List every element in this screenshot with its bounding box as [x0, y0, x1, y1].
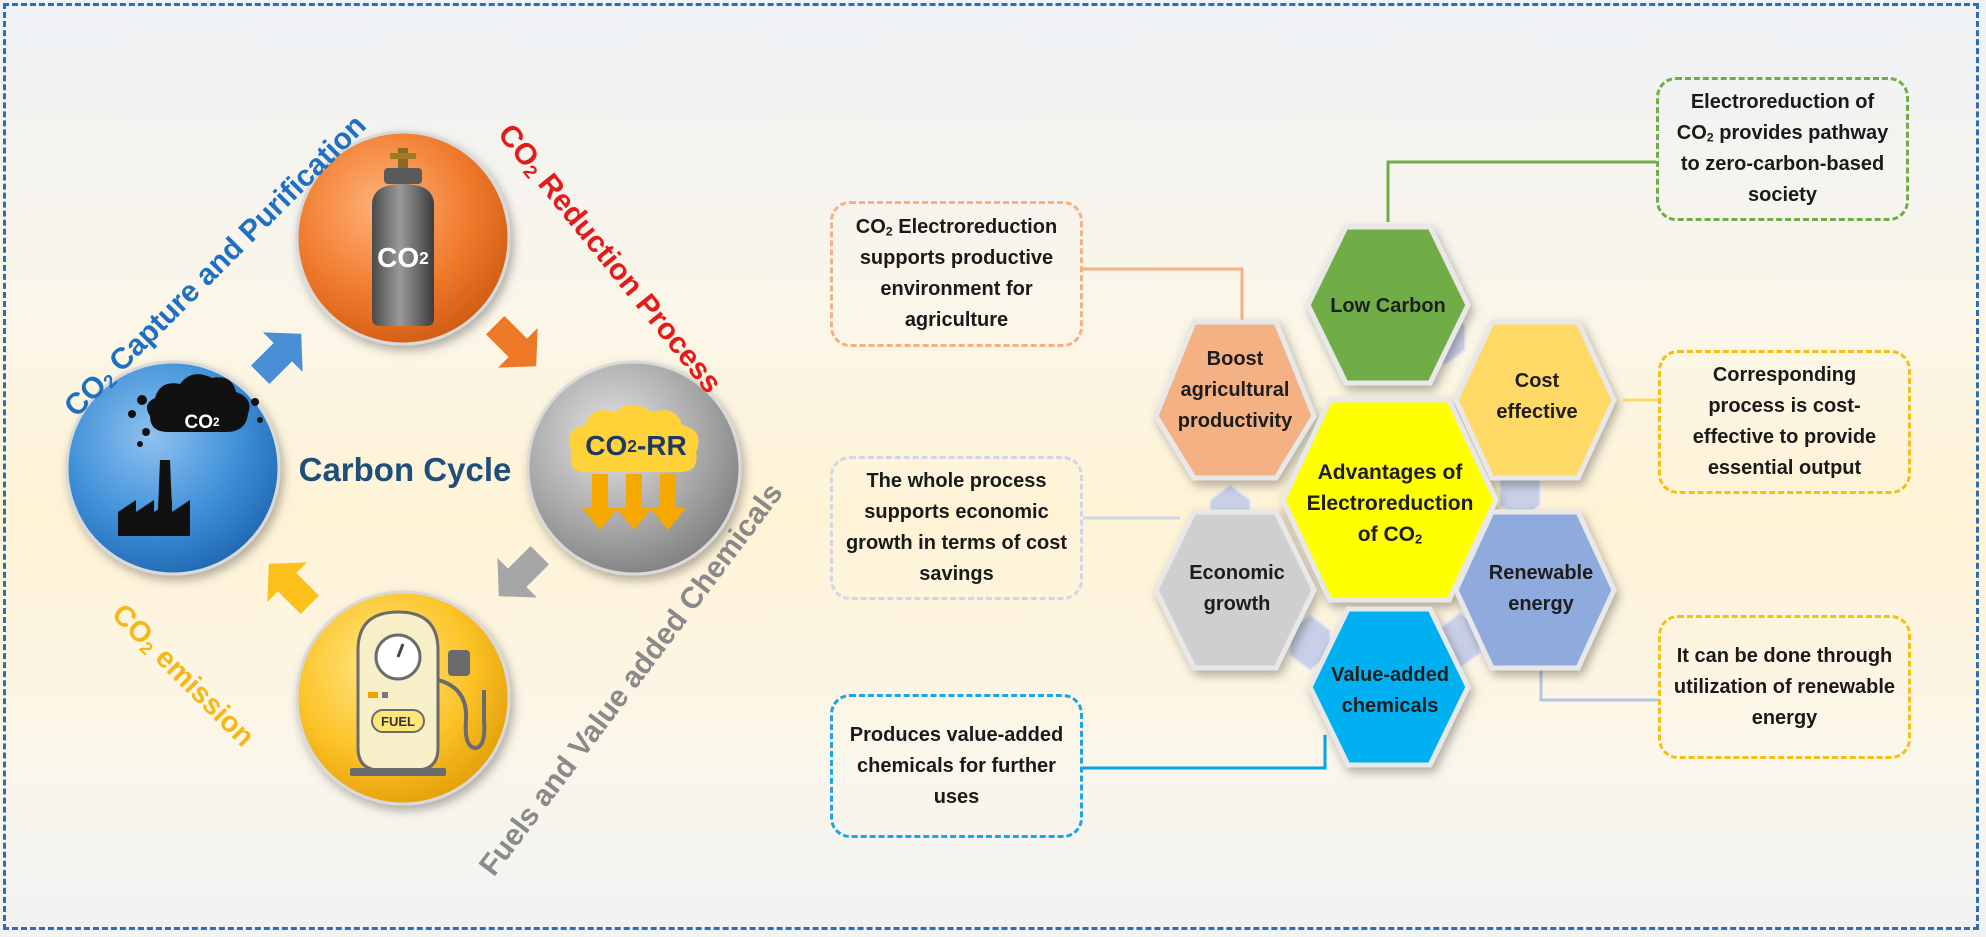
arrow-capture — [251, 332, 303, 384]
box-economic-growth: The whole process supports economic grow… — [830, 456, 1083, 600]
co2rr-cloud-icon — [568, 405, 699, 530]
hex-low-carbon-label: Low Carbon — [1330, 294, 1446, 317]
hex-value-added-label: Value-added chemicals — [1331, 664, 1449, 717]
hex-boost-label: Boost agricultural productivity — [1177, 347, 1293, 432]
hexagon-value-added — [1307, 606, 1471, 768]
box-renewable-energy: It can be done through utilization of re… — [1658, 615, 1911, 759]
box-zero-carbon: Electroreduction of CO2 provides pathway… — [1656, 77, 1909, 221]
arrow-emission — [267, 562, 319, 614]
fuel-pump-icon — [350, 610, 487, 776]
connector-value — [1083, 735, 1327, 770]
hexagon-economic — [1153, 509, 1317, 671]
hex-cost-label: Cost effective — [1496, 370, 1578, 423]
box-agriculture: CO2 Electroreduction supports productive… — [830, 201, 1083, 347]
connector-agri — [1083, 267, 1244, 325]
hexagon-cost — [1453, 319, 1617, 481]
hexagon-boost — [1153, 319, 1317, 481]
arrow-fuels — [497, 546, 549, 598]
connector-zero-carbon — [1386, 160, 1656, 222]
arrow-reduction — [486, 316, 538, 368]
hex-economic-label: Economic growth — [1189, 562, 1285, 615]
box-value-added: Produces value-added chemicals for furth… — [830, 694, 1083, 838]
dashed-border — [3, 3, 1979, 930]
hex-center-label: Advantages of Electroreduction of CO2 — [1306, 460, 1474, 547]
box-cost-effective: Corresponding process is cost-effective … — [1658, 350, 1911, 494]
hexagon-low-carbon — [1305, 224, 1471, 386]
hexagon-center — [1280, 397, 1499, 603]
fuel-label: FUEL — [381, 713, 415, 729]
factory-icon — [118, 374, 263, 536]
carbon-cycle-title: Carbon Cycle — [298, 451, 512, 488]
hex-renewable-label: Renewable energy — [1488, 562, 1594, 615]
gas-cylinder-icon — [372, 148, 434, 326]
